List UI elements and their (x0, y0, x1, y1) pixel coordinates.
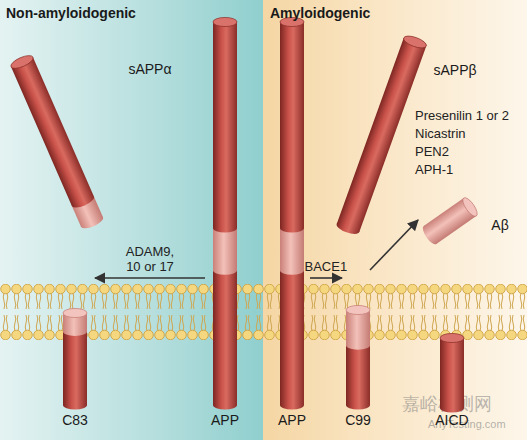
cylinder-segment (346, 345, 370, 405)
cylinder-segment (63, 331, 87, 405)
cylinder-segment (280, 228, 304, 270)
cylinder-cap (460, 196, 479, 219)
cylinder-body (335, 34, 428, 237)
cylinder-body (63, 308, 87, 409)
protein-fragment: C83 (55, 270, 95, 432)
pathway-panel: AmyloidogenicAPP sAPPβC99 AβAICD (263, 0, 527, 440)
cylinder-segment (280, 270, 304, 405)
enzyme-complex-label: Presenilin 1 or 2 (415, 108, 509, 123)
protein-label: APP (278, 412, 306, 428)
protein-fragment: AICD (430, 330, 475, 432)
protein-fragment: C99 (342, 270, 374, 432)
lipid-bilayer (0, 284, 527, 340)
cylinder-cap (9, 53, 35, 71)
cylinder-cap (213, 17, 237, 26)
cylinder-segment (213, 270, 237, 405)
cylinder-body (346, 305, 370, 409)
protein-label: sAPPα (128, 61, 171, 77)
cylinder-cap (440, 333, 464, 342)
protein-label: AICD (435, 412, 468, 428)
cylinder-body (213, 17, 237, 409)
cylinder-body (440, 333, 464, 412)
cylinder-cap (346, 305, 370, 314)
cleavage-arrow (310, 277, 342, 279)
protein-label: C99 (345, 412, 371, 428)
cylinder-cap (280, 17, 304, 26)
enzyme-complex-label: APH-1 (415, 162, 453, 177)
cylinder-body (280, 17, 304, 409)
protein-cylinder (342, 270, 374, 432)
protein-fragment: APP (205, 15, 245, 432)
cleavage-arrow (95, 277, 205, 279)
protein-cylinder (55, 270, 95, 432)
enzyme-label: BACE1 (305, 259, 348, 274)
cylinder-segment (280, 22, 304, 228)
cylinder-segment (346, 310, 370, 345)
cylinder-segment (11, 57, 94, 206)
protein-fragment: Aβ (418, 195, 515, 245)
protein-cylinder (275, 15, 310, 432)
cylinder-segment (213, 22, 237, 228)
enzyme-complex-label: PEN2 (415, 144, 449, 159)
cleavage-arrow (370, 220, 418, 270)
cylinder-segment (440, 338, 464, 408)
protein-fragment: APP (275, 15, 310, 432)
enzyme-label: ADAM9, 10 or 17 (123, 244, 177, 274)
cylinder-cap (63, 308, 87, 317)
cylinder-body (9, 53, 105, 231)
panel-title: Amyloidogenic (270, 5, 370, 21)
enzyme-complex-label: Nicastrin (415, 126, 466, 141)
cylinder-cap (402, 34, 428, 51)
protein-label: C83 (62, 412, 88, 428)
cylinder-segment (213, 228, 237, 270)
protein-cylinder (205, 15, 245, 432)
cylinder-body (420, 196, 479, 247)
protein-label: Aβ (491, 217, 508, 233)
protein-label: APP (211, 412, 239, 428)
pathway-panel: Non-amyloidogenic sAPPαAPP C83 (0, 0, 263, 440)
cylinder-segment (337, 38, 427, 232)
panel-title: Non-amyloidogenic (6, 5, 136, 21)
protein-label: sAPPβ (433, 62, 476, 78)
protein-fragment: sAPPα (10, 45, 185, 235)
